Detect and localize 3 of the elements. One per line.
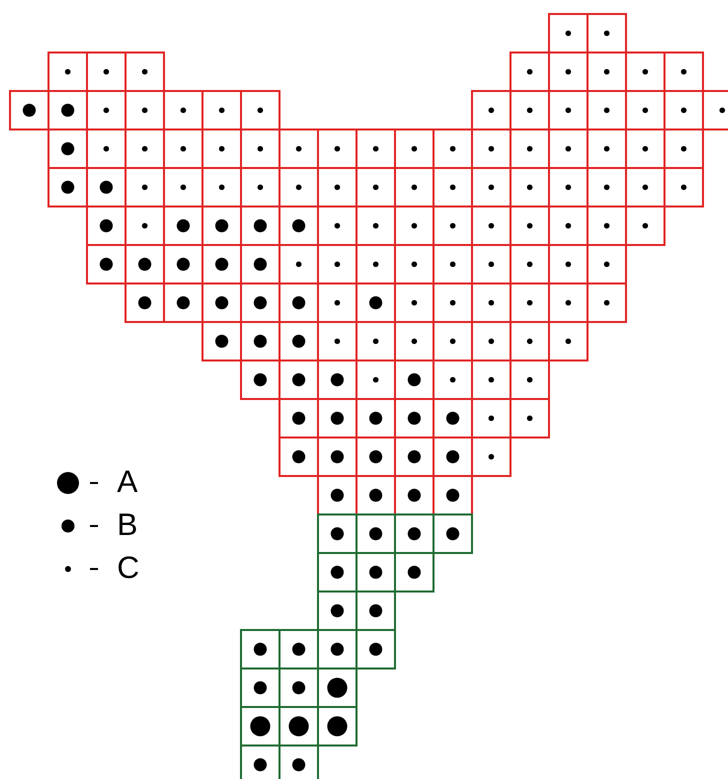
legend-label: A bbox=[117, 466, 138, 498]
legend-label: B bbox=[117, 509, 138, 541]
legend-label: C bbox=[117, 552, 140, 584]
